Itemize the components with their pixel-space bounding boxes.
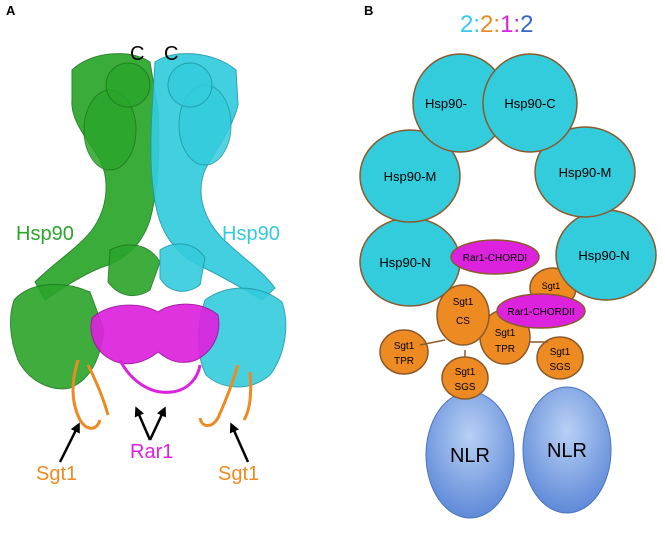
- arrow-sgt1-left: [58, 422, 80, 463]
- sgt1-tpr-left-label-1: Sgt1: [394, 341, 415, 352]
- hsp90-c-left-label: Hsp90-: [425, 96, 467, 111]
- arrow-rar1-right: [148, 406, 166, 441]
- panel-b-letter: B: [364, 3, 373, 18]
- sgt1-cs-left-label-1: Sgt1: [453, 297, 474, 308]
- protein-structure-illustration: [10, 53, 287, 430]
- hsp90-m-left-oval: [359, 129, 461, 223]
- sgt1-right-label: Sgt1: [218, 463, 259, 485]
- arrow-rar1-left: [134, 406, 152, 441]
- rar1-label: Rar1: [130, 441, 173, 463]
- sgt1-sgs-right-label-2: SGS: [549, 362, 570, 373]
- sgt1-cs-left-label-2: CS: [456, 316, 470, 327]
- hsp90-n-left-label: Hsp90-N: [379, 255, 430, 270]
- arrow-sgt1-right: [229, 422, 250, 463]
- hsp90-c-right-oval: [482, 53, 578, 153]
- nlr-right-oval: [522, 386, 612, 514]
- sgt1-left-label: Sgt1: [36, 463, 77, 485]
- nlr-left-label: NLR: [450, 445, 490, 467]
- stoichiometry-ratio: 2:2:1:2: [460, 11, 533, 38]
- sgt1-cs-right-label: Sgt1: [542, 281, 561, 291]
- nlr-right-label: NLR: [547, 440, 587, 462]
- hsp90-left-label: Hsp90: [16, 223, 74, 245]
- hsp90-c-right-label: Hsp90-C: [504, 96, 555, 111]
- rar1-chordi-label: Rar1-CHORDI: [463, 253, 527, 264]
- ratio-part: 2: [480, 11, 493, 38]
- rar1-structure: [90, 303, 220, 394]
- hsp90-m-left-label: Hsp90-M: [384, 169, 437, 184]
- sgt1-sgs-left-label-1: Sgt1: [455, 367, 476, 378]
- c-terminus-right-label: C: [164, 43, 178, 65]
- sgt1-tpr-mid-label-2: TPR: [495, 344, 515, 355]
- rar1-chordii-label: Rar1-CHORDII: [507, 307, 574, 318]
- sgt1-cs-left-oval: [436, 284, 490, 346]
- ratio-part: 2: [460, 11, 473, 38]
- hsp90-green-structure: [10, 53, 161, 390]
- sgt1-tpr-mid-label-1: Sgt1: [495, 328, 516, 339]
- rar1-chordi-oval: [450, 239, 540, 275]
- sgt1-tpr-left-oval: [379, 329, 429, 375]
- hsp90-cyan-structure: [150, 53, 287, 388]
- ratio-part: 2: [520, 11, 533, 38]
- ratio-part: :: [493, 11, 500, 38]
- sgt1-structure: [71, 359, 253, 430]
- hsp90-m-right-oval: [534, 126, 636, 218]
- sgt1-sgs-left-label-2: SGS: [454, 382, 475, 393]
- rar1-chordii-oval: [496, 293, 586, 329]
- sgt1-tpr-left-label-2: TPR: [394, 356, 414, 367]
- ratio-part: :: [473, 11, 480, 38]
- sgt1-sgs-right-oval: [536, 336, 584, 380]
- hsp90-n-right-label: Hsp90-N: [578, 248, 629, 263]
- hsp90-m-right-label: Hsp90-M: [559, 165, 612, 180]
- sgt1-sgs-right-label-1: Sgt1: [550, 347, 571, 358]
- panel-a-letter: A: [6, 3, 16, 18]
- ratio-part: :: [513, 11, 520, 38]
- hsp90-right-label: Hsp90: [222, 223, 280, 245]
- c-terminus-left-label: C: [130, 43, 144, 65]
- ratio-part: 1: [500, 11, 513, 38]
